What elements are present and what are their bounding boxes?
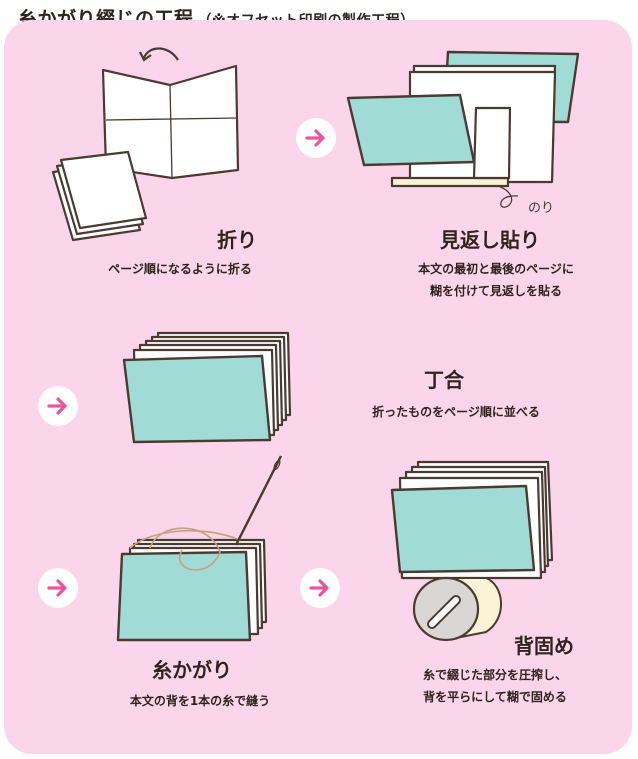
step-desc-sewing: 本文の背を1本の糸で縫う (100, 690, 300, 712)
glue-note: のり (528, 201, 554, 216)
step-desc-line: 折ったものをページ順に並べる (372, 405, 540, 419)
backing-illustration (390, 460, 554, 642)
needle-icon (234, 455, 283, 546)
arrow-to-endpaper (296, 118, 336, 158)
step-desc-line: 本文の最初と最後のページに (418, 262, 574, 276)
step-desc-backing: 糸で綴じた部分を圧搾し、 背を平らにして糊で固める (390, 664, 600, 708)
arrow-to-gathering (38, 386, 78, 426)
folding-illustration (51, 47, 240, 242)
roller-icon (412, 576, 502, 642)
arrow-to-sewing (38, 568, 78, 608)
endpaper-illustration: のり (346, 50, 580, 216)
arrow-right-icon (305, 129, 325, 147)
step-label-sewing: 糸かがり (152, 658, 232, 682)
step-desc-line: 糸で綴じた部分を圧搾し、 (422, 668, 567, 682)
step-label-backing: 背固め (514, 634, 574, 658)
sewing-illustration (116, 455, 283, 642)
step-desc-line: 背を平らにして糊で固める (423, 690, 567, 704)
step-desc-endpaper: 本文の最初と最後のページに 糊を付けて見返しを貼る (386, 258, 606, 302)
folded-signature (51, 150, 148, 242)
step-label-folding: 折り (217, 228, 257, 252)
fold-arrow-icon (142, 47, 179, 61)
step-label-endpaper: 見返し貼り (440, 228, 540, 252)
arrow-right-icon (309, 579, 329, 597)
step-desc-gathering: 折ったものをページ順に並べる (346, 401, 566, 423)
gathering-illustration (122, 331, 292, 444)
step-label-gathering: 丁合 (424, 368, 464, 392)
arrow-right-icon (47, 397, 67, 415)
arrow-to-backing (300, 568, 340, 608)
arrow-right-icon (47, 579, 67, 597)
step-desc-line: ページ順になるように折る (108, 262, 252, 276)
step-desc-folding: ページ順になるように折る (80, 258, 280, 280)
step-desc-line: 糊を付けて見返しを貼る (429, 284, 562, 298)
step-desc-line: 本文の背を1本の糸で縫う (129, 694, 271, 708)
